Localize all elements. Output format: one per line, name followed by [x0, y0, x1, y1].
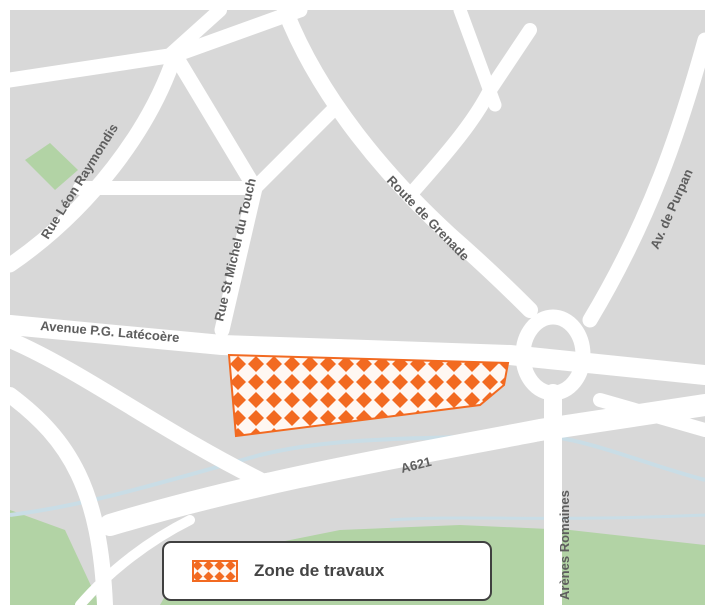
- road-network: [10, 10, 705, 605]
- legend-label: Zone de travaux: [254, 561, 385, 580]
- park-bottom-left: [10, 510, 100, 605]
- work-zone-area[interactable]: [227, 353, 510, 438]
- orange-diamond-pattern-icon: [192, 560, 238, 582]
- river-branch: [389, 513, 705, 522]
- label-a621: A621: [399, 454, 433, 476]
- river: [10, 432, 705, 517]
- map-canvas: Rue Léon Raymondis Rue St Michel du Touc…: [10, 10, 705, 605]
- label-arenes-romaines: Arènes Romaines: [557, 490, 572, 600]
- map[interactable]: Rue Léon Raymondis Rue St Michel du Touc…: [10, 10, 705, 605]
- legend: Zone de travaux: [162, 541, 492, 601]
- park-top-left: [25, 143, 78, 190]
